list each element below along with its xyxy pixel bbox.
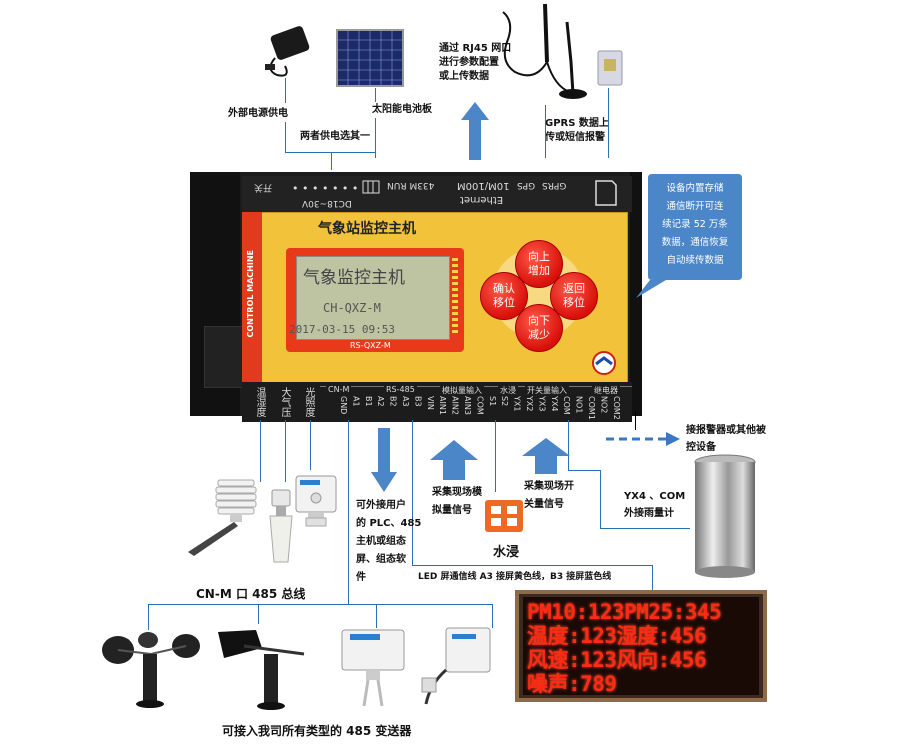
external-power-label: 外部电源供电 [228, 108, 288, 119]
terminal-14: YX1 [512, 396, 522, 412]
storage-callout-text: 设备内置存储通信断开可连续记录 52 万条数据，通信恢复自动续传数据 [661, 183, 729, 266]
lcd-datetime: 2017-03-15 09:53 [289, 323, 395, 336]
lcd-model: CH-QXZ-M [323, 301, 381, 315]
port-strip: 开关 DC18~30V 433M RUN 10M/100M Ethernet G… [242, 176, 632, 212]
solar-icon [362, 180, 380, 194]
back-button[interactable]: 返回 移位 [550, 272, 598, 320]
either-power-label: 两者供电选其一 [300, 131, 370, 142]
terminal-21: NO2 [599, 396, 609, 414]
lcd-model-label: RS-QXZ-M [350, 341, 391, 350]
terminal-19: NO1 [574, 396, 584, 414]
rs485-down-arrow [371, 428, 397, 492]
group-rs485: RS-485 [384, 385, 417, 394]
pressure-sensor-image [269, 489, 293, 563]
terminal-10: AIN3 [463, 396, 472, 415]
control-machine-label: CONTROL MACHINE [246, 250, 255, 338]
power-adapter-image [265, 26, 310, 77]
transmitter-box-image [341, 629, 405, 706]
sim-card-image [597, 50, 623, 86]
led-row-2: 温度:123湿度:456 [527, 624, 707, 648]
ethernet-speed-label: 10M/100M [457, 180, 510, 191]
label-pressure: 大气压 [279, 387, 290, 417]
rj45-arrow [461, 102, 489, 160]
gps-label: GPS [517, 180, 536, 190]
light-sensor-image [295, 475, 337, 527]
terminal-17: YX4 [549, 396, 559, 412]
terminal-0: GND [339, 396, 348, 415]
group-water: 水浸 [498, 385, 518, 396]
power-switch-label: 开关 [254, 182, 273, 192]
antenna-image [502, 3, 587, 99]
storage-callout [636, 174, 742, 298]
ethernet-label: Ethernet [460, 194, 504, 205]
terminal-3: A2 [376, 396, 386, 407]
label-temp-humidity: 温湿度 [254, 387, 265, 417]
group-switch: 开关量输入 [525, 385, 569, 396]
solar-panel-image [336, 29, 404, 87]
switch-note: 采集现场开关量信号 [524, 481, 574, 510]
alarm-arrow [606, 432, 680, 446]
terminal-20: COM1 [587, 396, 596, 420]
analog-note: 采集现场模拟量信号 [432, 487, 482, 516]
wind-vane-image [218, 630, 305, 710]
terminal-4: B2 [388, 396, 398, 407]
terminal-1: A1 [351, 396, 361, 407]
analog-up-arrow [430, 440, 478, 480]
group-cnm: CN-M [326, 385, 352, 394]
terminal-5: A3 [401, 396, 410, 407]
led-display: PM10:123PM25:345 温度:123湿度:456 风速:123风向:4… [515, 590, 767, 702]
rain-gauge-image [694, 454, 756, 578]
lcd-screen: 气象监控主机 CH-QXZ-M 2017-03-15 09:53 [289, 256, 450, 340]
gprs-note: GPRS 数据上传或短信报警 [545, 118, 609, 143]
water-sensor-image [485, 500, 523, 532]
run-label: 433M RUN [387, 180, 435, 190]
host-title: 气象站监控主机 [318, 221, 416, 237]
terminal-9: AIN2 [450, 396, 460, 415]
rj45-note: 通过 RJ45 网口进行参数配置或上传数据 [439, 43, 512, 82]
sd-card-icon [595, 180, 617, 206]
led-row-4: 噪声:789 [527, 672, 617, 695]
gprs-port-label: GPRS [542, 180, 567, 190]
terminal-8: AIN1 [438, 396, 448, 415]
bottom-caption: 可接入我司所有类型的 485 变送器 [222, 724, 412, 738]
label-illuminance: 光照度 [303, 387, 314, 417]
down-button[interactable]: 向下 减少 [515, 304, 563, 352]
lcd-title: 气象监控主机 [303, 268, 405, 288]
led-row-3: 风速:123风向:456 [527, 648, 707, 672]
group-relay: 继电器 [592, 385, 620, 396]
led-row-1: PM10:123PM25:345 [527, 600, 722, 624]
dc-input-label: DC18~30V [302, 198, 352, 208]
anemometer-image [102, 632, 200, 708]
terminal-18: COM [562, 396, 572, 415]
alarm-note: 接报警器或其他被控设备 [686, 425, 766, 453]
temp-humidity-sensor-image [188, 479, 257, 556]
terminal-11: COM [475, 396, 485, 415]
switch-up-arrow [522, 438, 570, 474]
water-label: 水浸 [493, 545, 520, 560]
group-analog: 模拟量输入 [440, 385, 484, 396]
sensor-with-probe-image [421, 627, 491, 705]
terminal-7: VIN [425, 396, 435, 410]
terminal-15: YX2 [525, 396, 534, 412]
terminal-2: B1 [363, 396, 373, 407]
terminal-6: B3 [413, 396, 423, 407]
cnm-bus-label: CN-M 口 485 总线 [196, 587, 306, 601]
terminal-12: S1 [487, 396, 497, 407]
solar-panel-label: 太阳能电池板 [372, 104, 432, 115]
led-wiring-note: LED 屏通信线 A3 接屏黄色线，B3 接屏蓝色线 [418, 572, 612, 582]
terminal-13: S2 [500, 396, 510, 407]
company-logo [592, 351, 616, 375]
terminal-16: YX3 [537, 396, 547, 412]
terminal-22: COM2 [611, 396, 621, 420]
terminal-dots: • • • • • • • [292, 182, 359, 195]
